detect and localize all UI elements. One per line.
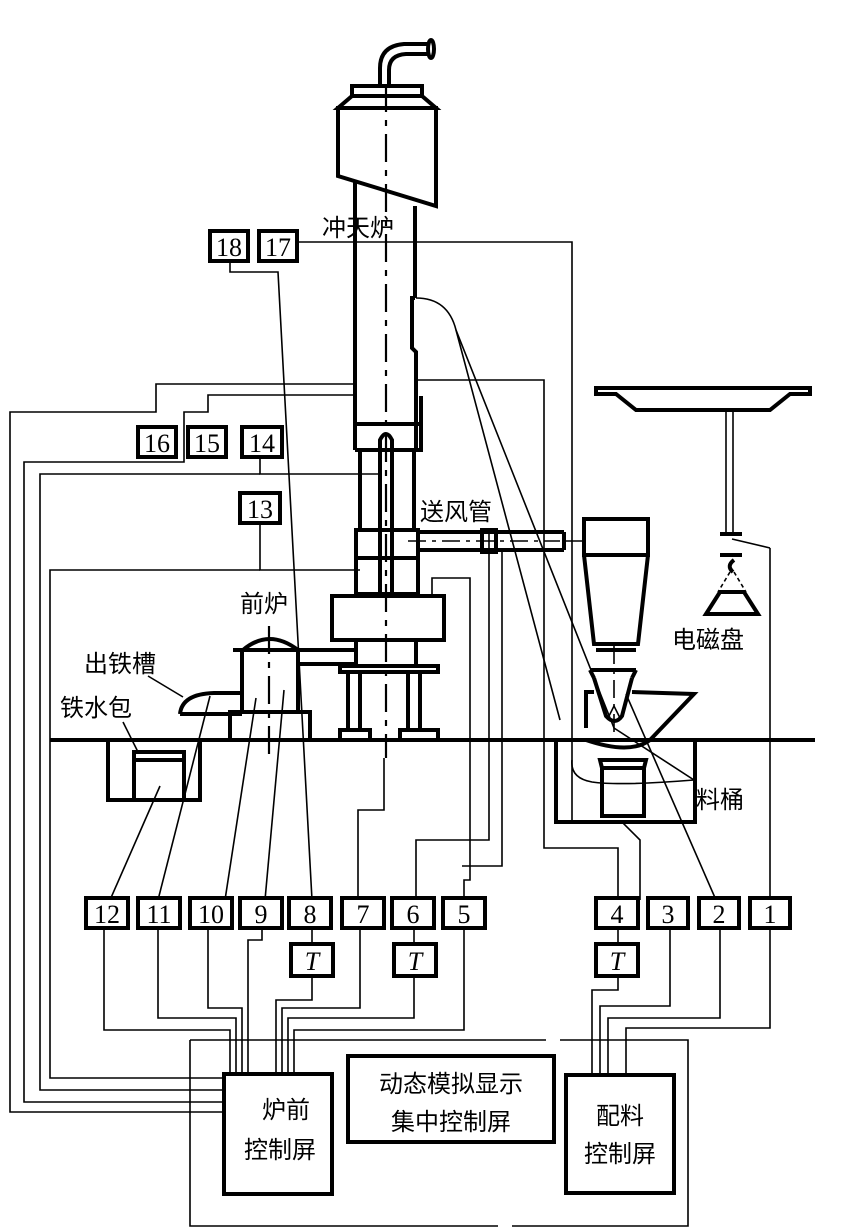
ladle-label: 铁水包 — [60, 694, 132, 722]
sensor-17: 17 — [265, 233, 291, 262]
sensor-18: 18 — [216, 233, 242, 262]
cupola-furnace — [330, 38, 446, 758]
inner-tube — [378, 432, 394, 595]
chute — [584, 690, 699, 750]
charging-bucket — [600, 766, 646, 818]
transmitter-8: T — [305, 947, 321, 976]
spark-arrester — [336, 106, 438, 209]
electromagnetic-disc-label: 电磁盘 — [672, 626, 744, 654]
sensor-5: 5 — [458, 900, 471, 929]
sensor-6: 6 — [407, 900, 420, 929]
forehearth-panel-line1: 炉前 — [262, 1096, 310, 1124]
blast-pipe-label: 送风管 — [420, 498, 492, 526]
wire-13 — [49, 569, 260, 1079]
sensor-4: 4 — [611, 900, 624, 929]
tapping-trough-label: 出铁槽 — [84, 650, 156, 678]
bucket-pit — [554, 740, 697, 824]
wire-9-upper — [264, 689, 285, 901]
hopper-cone — [582, 554, 650, 646]
wire-5-upper — [431, 577, 471, 900]
forehearth-label: 前炉 — [240, 590, 288, 618]
transmitter-4: T — [610, 947, 626, 976]
transmitter-6: T — [408, 947, 424, 976]
charging-system — [554, 386, 812, 824]
sensor-2: 2 — [713, 900, 726, 929]
exhaust-pipe — [378, 42, 428, 86]
sensor-10: 10 — [198, 900, 224, 929]
wire-18-8 — [229, 260, 313, 901]
sensor-boxes-bottom: 12 11 10 9 8 7 6 5 4 3 2 1 — [84, 896, 792, 930]
sensor-3: 3 — [662, 900, 675, 929]
forehearth-panel-line2: 控制屏 — [244, 1136, 316, 1164]
wire-4 — [416, 379, 619, 900]
sensor-1: 1 — [764, 900, 777, 929]
wire-2 — [625, 693, 717, 901]
wire-7-upper — [357, 758, 385, 900]
hook — [727, 558, 736, 574]
sensor-16: 16 — [144, 429, 170, 458]
charging-bucket-label: 料桶 — [696, 786, 744, 814]
forehearth — [228, 626, 356, 760]
sensor-8: 8 — [304, 900, 317, 929]
sensor-14: 14 — [249, 429, 275, 458]
batching-control-panel: 配料 控制屏 — [564, 1073, 676, 1195]
ladle — [132, 750, 186, 802]
electromagnetic-disc — [702, 590, 762, 616]
sensor-9: 9 — [255, 900, 268, 929]
blast-pipe — [408, 528, 584, 554]
sensor-12: 12 — [94, 900, 120, 929]
batching-panel-line1: 配料 — [596, 1102, 644, 1130]
wire-17-3 — [296, 241, 641, 900]
wire-15 — [23, 394, 355, 1103]
central-panel-line1: 动态模拟显示 — [379, 1070, 523, 1098]
central-control-panel: 动态模拟显示 集中控制屏 — [346, 1054, 556, 1144]
crane-tray — [594, 386, 812, 412]
comm-loop — [189, 1039, 689, 1227]
hopper-top — [582, 517, 650, 557]
base-plate — [338, 664, 440, 674]
sensor-15: 15 — [194, 429, 220, 458]
wire-6-upper — [415, 552, 490, 900]
central-panel-line2: 集中控制屏 — [391, 1108, 511, 1136]
signal-wiring — [9, 241, 771, 1227]
transmitters: T T T — [289, 942, 640, 978]
sensor-13: 13 — [247, 495, 273, 524]
cupola-label: 冲天炉 — [322, 214, 394, 242]
wire-16 — [9, 383, 355, 1113]
forehearth-control-panel: 炉前 控制屏 — [222, 1072, 334, 1196]
sensor-7: 7 — [357, 900, 370, 929]
sensor-11: 11 — [146, 900, 171, 929]
hearth — [330, 594, 446, 642]
tapping-trough — [178, 691, 242, 716]
batching-panel-line2: 控制屏 — [584, 1140, 656, 1168]
wire-12-upper — [109, 785, 161, 901]
sensor-boxes-top: 18 17 16 15 14 13 — [136, 229, 299, 525]
wire-14 — [39, 473, 260, 1091]
